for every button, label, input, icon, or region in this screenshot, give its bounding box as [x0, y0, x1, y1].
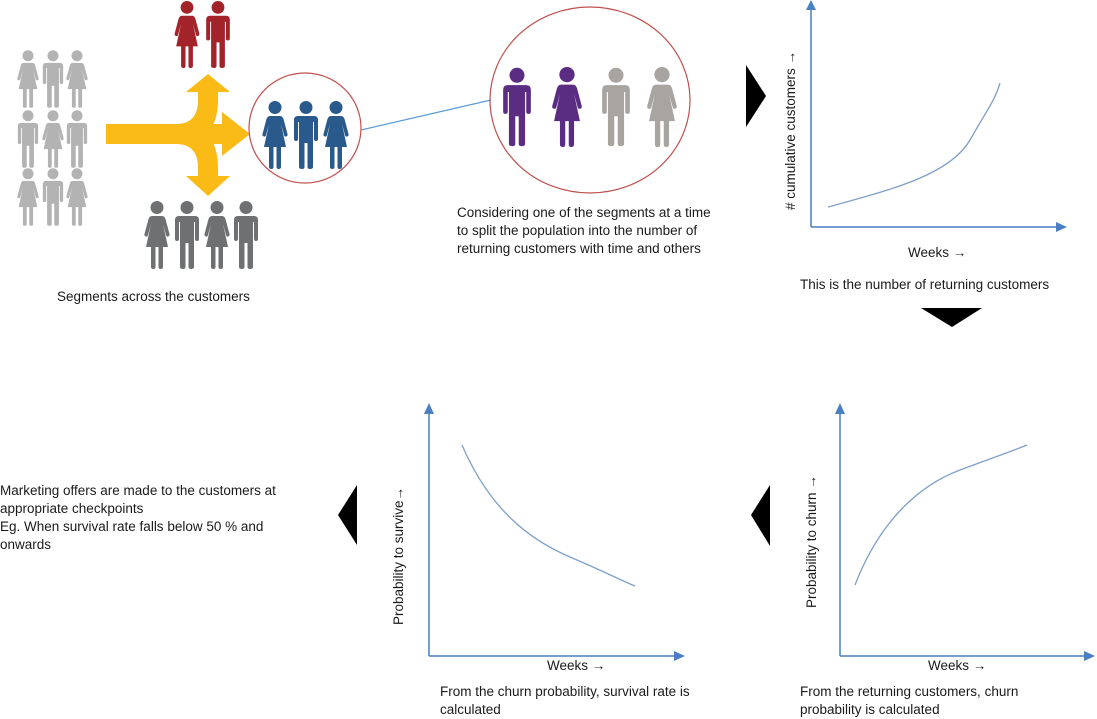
- person-male-icon: [503, 67, 531, 147]
- person-female-icon: [262, 101, 288, 169]
- person-male-icon: [17, 110, 39, 168]
- y-axis-label: Probability to churn →: [804, 475, 819, 608]
- step3-caption: This is the number of returning customer…: [800, 277, 1050, 292]
- caption-line: Marketing offers are made to the custome…: [0, 483, 276, 498]
- caption-line: probability is calculated: [800, 702, 940, 717]
- caption-line: calculated: [440, 702, 501, 717]
- population-grid: [17, 50, 88, 226]
- returning-customers: [503, 67, 582, 147]
- y-axis-arrow-icon: [835, 403, 845, 414]
- chart-probability-survive: Probability to survive→ Weeks →: [391, 403, 685, 673]
- zoom-connector-line: [360, 99, 492, 131]
- step6-caption: Marketing offers are made to the custome…: [0, 482, 276, 554]
- x-axis-label: Weeks →: [547, 658, 605, 673]
- person-male-icon: [175, 201, 199, 269]
- flow-arrow-right-icon: [746, 65, 766, 127]
- step4-caption: From the returning customers, churn prob…: [800, 683, 1018, 719]
- flow-arrow-left-icon: [751, 485, 770, 546]
- other-customers: [602, 67, 677, 147]
- x-axis-label: Weeks →: [908, 245, 966, 260]
- person-male-icon: [234, 201, 258, 269]
- step1-caption: Segments across the customers: [57, 289, 250, 304]
- person-female-icon: [66, 50, 88, 108]
- flow-arrow-down-icon: [921, 308, 982, 327]
- step5-caption: From the churn probability, survival rat…: [440, 683, 690, 719]
- caption-line: From the churn probability, survival rat…: [440, 684, 690, 699]
- selected-segment-circle: [248, 72, 362, 184]
- person-female-icon: [17, 168, 39, 226]
- split-arrow-icon: [106, 74, 250, 196]
- person-male-icon: [42, 50, 64, 108]
- segment-detail-circle: [489, 6, 691, 194]
- x-axis-label: Weeks →: [928, 658, 986, 673]
- step2-caption: Considering one of the segments at a tim…: [457, 204, 711, 258]
- segment-blue: [262, 101, 349, 169]
- person-male-icon: [66, 110, 88, 168]
- y-axis-label: Probability to survive→: [391, 487, 406, 625]
- y-axis-label: # cumulative customers →: [783, 51, 798, 210]
- caption-line: Eg. When survival rate falls below 50 % …: [0, 519, 264, 534]
- chart-curve: [827, 82, 1001, 208]
- person-female-icon: [323, 101, 349, 169]
- person-male-icon: [206, 1, 230, 68]
- chart-cumulative-customers: # cumulative customers → Weeks →: [783, 0, 1067, 260]
- person-male-icon: [294, 101, 318, 169]
- person-female-icon: [647, 67, 677, 147]
- caption-line: to split the population into the number …: [457, 223, 698, 238]
- person-female-icon: [66, 168, 88, 226]
- person-female-icon: [42, 110, 64, 168]
- person-female-icon: [552, 67, 582, 147]
- person-male-icon: [42, 168, 64, 226]
- x-axis-arrow-icon: [1056, 222, 1067, 232]
- caption-line: appropriate checkpoints: [0, 501, 144, 516]
- caption-line: returning customers with time and others: [457, 241, 701, 256]
- chart-curve: [854, 444, 1028, 586]
- chart-curve: [461, 444, 636, 587]
- x-axis-arrow-icon: [1084, 651, 1095, 661]
- segment-dark-grey: [144, 201, 258, 269]
- person-female-icon: [204, 201, 230, 269]
- chart-probability-churn: Probability to churn → Weeks →: [804, 403, 1095, 673]
- x-axis-arrow-icon: [674, 651, 685, 661]
- segment-red: [174, 1, 230, 68]
- flow-arrow-left-icon: [338, 485, 357, 545]
- caption-line: From the returning customers, churn: [800, 684, 1019, 699]
- person-male-icon: [602, 67, 630, 147]
- caption-line: onwards: [0, 537, 52, 552]
- person-female-icon: [17, 50, 39, 108]
- y-axis-arrow-icon: [424, 403, 434, 414]
- y-axis-arrow-icon: [806, 0, 816, 10]
- person-female-icon: [144, 201, 170, 269]
- person-female-icon: [174, 1, 200, 68]
- caption-line: Considering one of the segments at a tim…: [457, 205, 711, 220]
